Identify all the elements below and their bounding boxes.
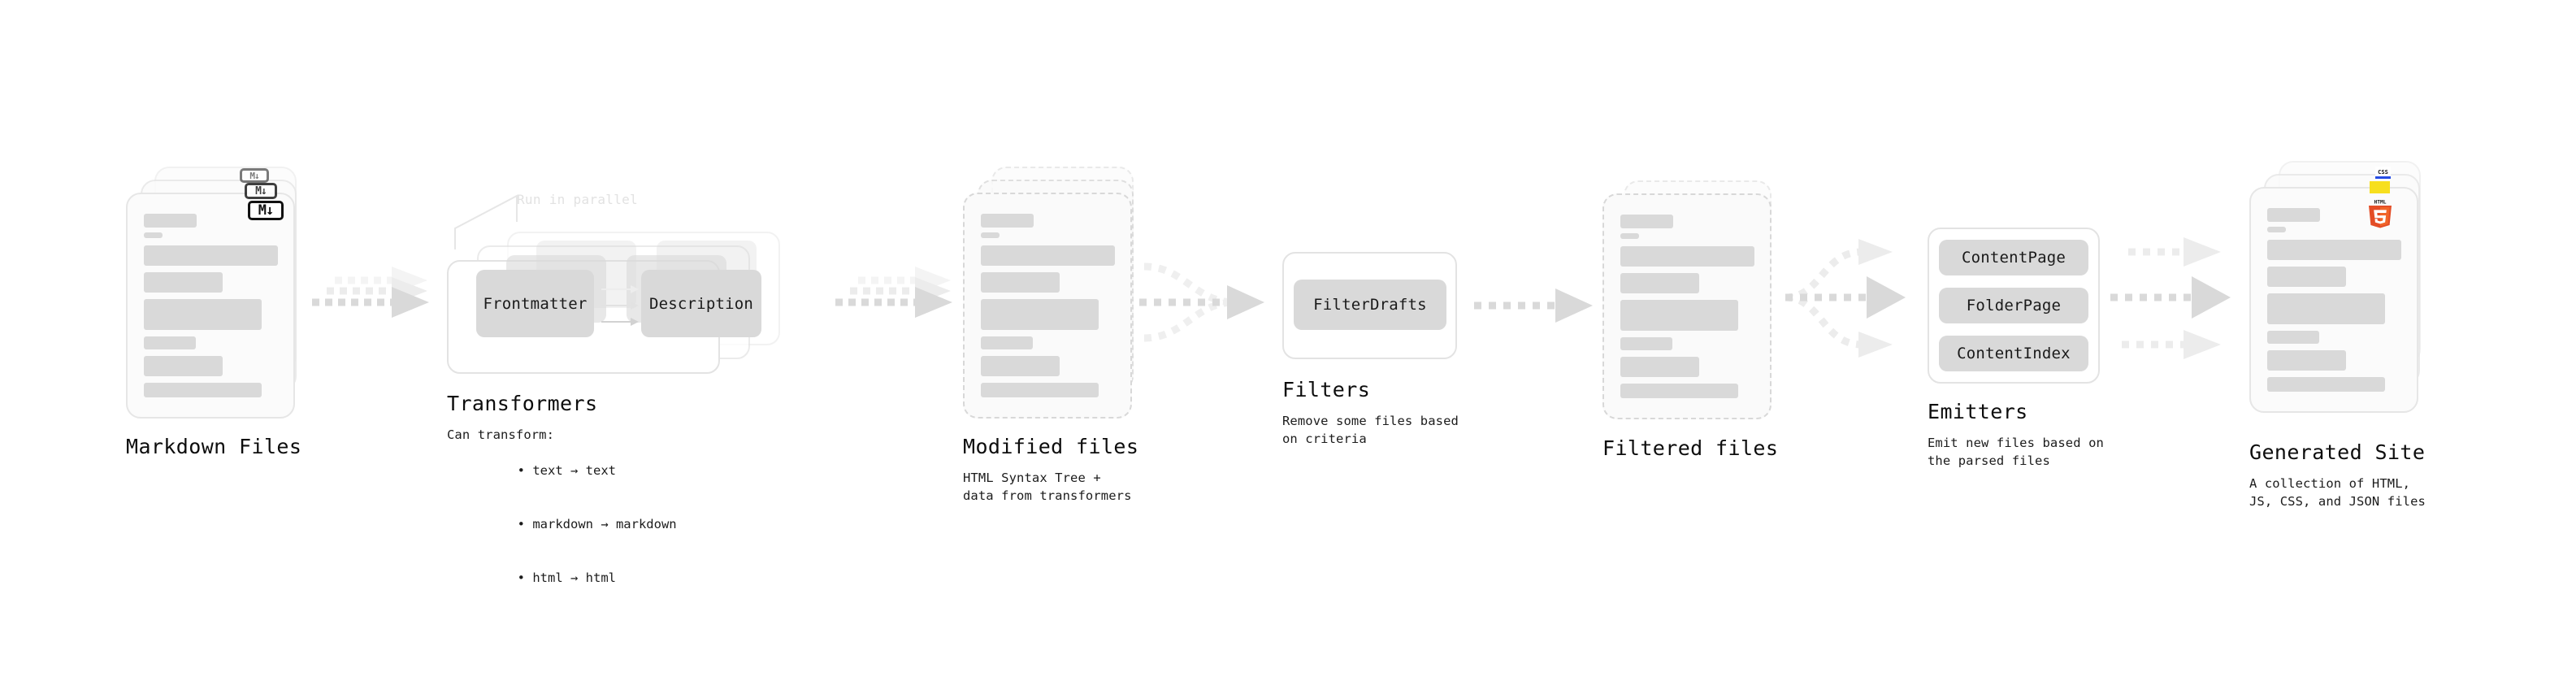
chip-contentindex[interactable]: ContentIndex [1939,336,2088,371]
svg-text:HTML: HTML [2374,200,2387,206]
modified-file-stack [963,167,1142,427]
list-item: • html → html [457,551,677,605]
chip-frontmatter[interactable]: Frontmatter [476,270,594,337]
stage-title-filters: Filters [1282,378,1371,401]
html5-shield-icon: HTML [2369,200,2392,228]
connector-transformers-to-modified [830,267,961,341]
chip-folderpage[interactable]: FolderPage [1939,288,2088,323]
bullet-dot: • [517,517,533,531]
bullet-text: text → text [532,463,616,478]
markdown-icon-back: M↓ [240,168,269,183]
transformer-bullet-list: • text → text • markdown → markdown • ht… [457,444,677,605]
chip-description[interactable]: Description [641,270,761,337]
connector-filters-to-filtered [1472,288,1602,335]
merge-dashed-arrow-icon [1139,262,1264,342]
bullet-dot: • [517,463,533,478]
stage-title-generated-site: Generated Site [2249,440,2426,464]
parallel-dashed-arrow-icon [2110,237,2231,359]
stage-markdown-files: M↓ M↓ M↓ Markdown Files [126,167,305,458]
stage-desc-filters: Remove some files based on criteria [1282,414,1459,446]
list-item: • text → text [457,444,677,497]
bullet-dot: • [517,570,533,585]
stage-desc-emitters: Emit new files based on the parsed files [1928,436,2104,468]
generated-site-file-stack: CSS HTML [2249,161,2436,429]
site-card-front [2249,187,2418,413]
parallel-dashed-arrow-icon [835,267,952,318]
fanout-dashed-arrow-icon [1785,239,1906,358]
markdown-icon-mid: M↓ [245,183,277,199]
bullet-text: markdown → markdown [532,517,677,531]
css-icon: CSS [2375,167,2391,179]
stage-generated-site: CSS HTML Generated Site A collection of … [2249,161,2436,509]
chip-filterdrafts[interactable]: FilterDrafts [1294,280,1446,330]
stage-title-markdown-files: Markdown Files [126,435,302,458]
chip-contentpage[interactable]: ContentPage [1939,240,2088,275]
markdown-file-stack: M↓ M↓ M↓ [126,167,305,427]
parallel-dashed-arrow-icon [312,267,429,318]
stage-modified-files: Modified files HTML Syntax Tree + data f… [963,167,1142,503]
connector-filtered-to-emitters [1784,239,1930,364]
javascript-icon [2370,181,2390,193]
annotation-run-in-parallel: Run in parallel [517,192,638,207]
stage-title-emitters: Emitters [1928,400,2028,423]
filtered-card-front [1602,193,1772,419]
stage-title-modified-files: Modified files [963,435,1139,458]
stage-title-filtered-files: Filtered files [1602,436,1779,460]
stage-desc-transformers: Can transform: [447,427,555,442]
css-icon-bar [2375,176,2391,179]
markdown-icon: M↓ [248,201,284,220]
run-in-parallel-bracket-icon [454,194,518,249]
bullet-text: html → html [532,570,616,585]
filtered-file-stack [1602,180,1781,432]
css-icon-label: CSS [2378,169,2388,176]
connector-markdown-to-transformers [307,267,437,341]
connector-emitters-to-site [2109,237,2255,364]
html5-icon: HTML [2366,197,2395,228]
stage-desc-generated-site: A collection of HTML, JS, CSS, and JSON … [2249,476,2426,509]
modified-card-front [963,193,1132,419]
connector-modified-to-filters [1138,258,1284,348]
list-item: • markdown → markdown [457,497,677,551]
stage-title-transformers: Transformers [447,392,598,415]
transformer-internal-arrows-icon [601,285,639,326]
dashed-arrow-icon [1474,288,1593,323]
markdown-card-front [126,193,295,419]
stage-filtered-files: Filtered files [1602,180,1781,460]
stage-desc-modified-files: HTML Syntax Tree + data from transformer… [963,471,1132,503]
